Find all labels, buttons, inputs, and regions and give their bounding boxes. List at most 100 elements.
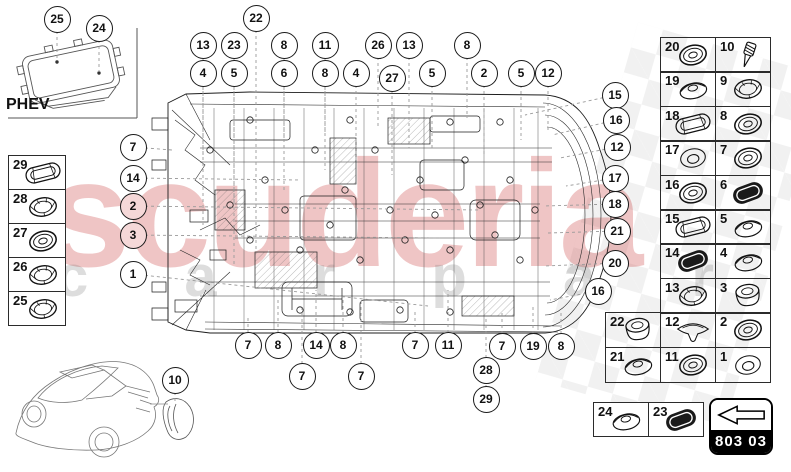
callout-7[interactable]: 7: [119, 133, 147, 161]
callout-11[interactable]: 11: [311, 31, 339, 59]
part-cell-7[interactable]: 7: [715, 140, 771, 176]
part-cell-21[interactable]: 21: [605, 347, 661, 383]
callout-7[interactable]: 7: [347, 362, 375, 390]
part-cell-26[interactable]: 26: [8, 257, 66, 292]
phev-label: PHEV: [6, 96, 50, 113]
part-cell-13[interactable]: 13: [660, 278, 716, 314]
part-number: 7: [720, 142, 728, 157]
part-cell-2[interactable]: 2: [715, 312, 771, 348]
callout-24[interactable]: 24: [85, 14, 113, 42]
part-number: 1: [720, 349, 728, 364]
part-cell-14[interactable]: 14: [660, 243, 716, 279]
callout-8[interactable]: 8: [270, 31, 298, 59]
callout-8[interactable]: 8: [264, 331, 292, 359]
oval-dark-icon: [733, 182, 763, 204]
callout-7[interactable]: 7: [234, 331, 262, 359]
callout-22[interactable]: 22: [242, 4, 270, 32]
part-cell-20[interactable]: 20: [660, 37, 716, 73]
part-cell-5[interactable]: 5: [715, 209, 771, 245]
spoke-icon: [29, 197, 57, 217]
part-cell-24[interactable]: 24: [593, 402, 649, 437]
wheel-arch-liner-sketch: [150, 398, 194, 440]
oval-dark-icon: [666, 409, 696, 431]
part-number: 29: [13, 157, 28, 172]
part-cell-8[interactable]: 8: [715, 106, 771, 142]
callout-26[interactable]: 26: [364, 31, 392, 59]
grommet-icon: [679, 44, 707, 66]
dome-icon: [734, 254, 763, 272]
part-cell-29[interactable]: 29: [8, 155, 66, 190]
part-number: 21: [610, 349, 625, 364]
callout-5[interactable]: 5: [507, 59, 535, 87]
callout-8[interactable]: 8: [329, 331, 357, 359]
part-cell-3[interactable]: 3: [715, 278, 771, 314]
part-cell-18[interactable]: 18: [660, 106, 716, 142]
part-cell-15[interactable]: 15: [660, 209, 716, 245]
callout-13[interactable]: 13: [189, 31, 217, 59]
callout-4[interactable]: 4: [189, 59, 217, 87]
callout-27[interactable]: 27: [378, 64, 406, 92]
part-cell-23[interactable]: 23: [648, 402, 704, 437]
part-cell-22[interactable]: 22: [605, 312, 661, 348]
part-cell-17[interactable]: 17: [660, 140, 716, 176]
callout-2[interactable]: 2: [470, 59, 498, 87]
part-cell-10[interactable]: 10: [715, 37, 771, 73]
callout-29[interactable]: 29: [472, 385, 500, 413]
part-number: 13: [665, 280, 680, 295]
callout-8[interactable]: 8: [311, 59, 339, 87]
part-number: 11: [665, 349, 679, 364]
callout-5[interactable]: 5: [418, 59, 446, 87]
callout-8[interactable]: 8: [547, 332, 575, 360]
callout-25[interactable]: 25: [43, 5, 71, 33]
part-cell-27[interactable]: 27: [8, 223, 66, 258]
callout-14[interactable]: 14: [302, 331, 330, 359]
part-number: 3: [720, 280, 728, 295]
callout-11[interactable]: 11: [434, 331, 462, 359]
callout-20[interactable]: 20: [601, 249, 629, 277]
part-cell-16[interactable]: 16: [660, 175, 716, 211]
callout-21[interactable]: 21: [603, 217, 631, 245]
callout-7[interactable]: 7: [488, 332, 516, 360]
part-number: 14: [665, 245, 680, 260]
callout-16[interactable]: 16: [584, 277, 612, 305]
part-cell-1[interactable]: 1: [715, 347, 771, 383]
part-number: 27: [13, 225, 28, 240]
callout-2[interactable]: 2: [119, 192, 147, 220]
callout-7[interactable]: 7: [288, 362, 316, 390]
dome-icon: [734, 220, 763, 238]
car-sketch: [15, 361, 160, 458]
callout-15[interactable]: 15: [601, 81, 629, 109]
callout-7[interactable]: 7: [401, 331, 429, 359]
part-cell-19[interactable]: 19: [660, 71, 716, 107]
part-cell-12[interactable]: 12: [660, 312, 716, 348]
callout-14[interactable]: 14: [119, 164, 147, 192]
callout-8[interactable]: 8: [453, 31, 481, 59]
callout-5[interactable]: 5: [220, 59, 248, 87]
callout-1[interactable]: 1: [119, 260, 147, 288]
part-number: 5: [720, 211, 728, 226]
part-number: 9: [720, 73, 728, 88]
callout-6[interactable]: 6: [270, 59, 298, 87]
part-number: 23: [653, 404, 668, 419]
back-arrow-icon: [711, 400, 771, 430]
part-cell-9[interactable]: 9: [715, 71, 771, 107]
callout-16[interactable]: 16: [602, 106, 630, 134]
callout-23[interactable]: 23: [220, 31, 248, 59]
part-cell-4[interactable]: 4: [715, 243, 771, 279]
callout-18[interactable]: 18: [601, 190, 629, 218]
part-cell-28[interactable]: 28: [8, 189, 66, 224]
callout-4[interactable]: 4: [342, 59, 370, 87]
callout-13[interactable]: 13: [395, 31, 423, 59]
part-number: 12: [665, 314, 680, 329]
part-cell-25[interactable]: 25: [8, 291, 66, 326]
part-cell-11[interactable]: 11: [660, 347, 716, 383]
page-nav-box[interactable]: 803 03: [709, 398, 773, 455]
callout-19[interactable]: 19: [519, 332, 547, 360]
callout-10[interactable]: 10: [161, 366, 189, 394]
callout-28[interactable]: 28: [472, 356, 500, 384]
callout-3[interactable]: 3: [119, 221, 147, 249]
callout-12[interactable]: 12: [534, 59, 562, 87]
callout-17[interactable]: 17: [601, 164, 629, 192]
part-cell-6[interactable]: 6: [715, 175, 771, 211]
callout-12[interactable]: 12: [603, 133, 631, 161]
